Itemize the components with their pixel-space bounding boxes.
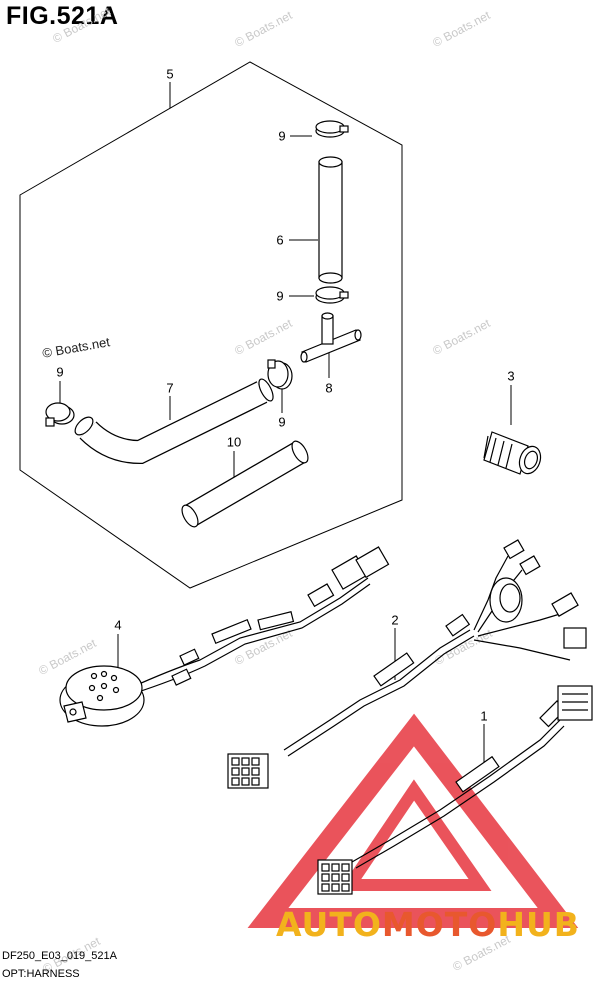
- extension-harness: [227, 539, 587, 789]
- hose-clamp: [45, 402, 75, 427]
- buzzer-body: [59, 665, 145, 727]
- figure-title: FIG.521A: [6, 2, 119, 30]
- callout-9: 9: [276, 288, 284, 304]
- callout-5: 5: [166, 66, 174, 82]
- grommet-plug: [483, 431, 542, 475]
- hose-clamp: [315, 286, 349, 304]
- bent-hose: [74, 378, 274, 465]
- kit-box-outline: [19, 61, 403, 589]
- footer-group-name: OPT:HARNESS: [2, 968, 80, 980]
- brand-part: AUTO: [276, 905, 382, 944]
- callout-2: 2: [391, 612, 399, 628]
- brand-part: MOTO: [381, 905, 498, 944]
- main-harness: [317, 685, 593, 895]
- footer-model-code: DF250_E03_019_521A: [2, 950, 117, 962]
- straight-hose: [318, 156, 343, 284]
- logo-triangle: [247, 713, 579, 928]
- callout-7: 7: [166, 380, 174, 396]
- callout-6: 6: [276, 232, 284, 248]
- callout-3: 3: [507, 368, 515, 384]
- callout-4: 4: [114, 617, 122, 633]
- callout-8: 8: [325, 380, 333, 396]
- callout-9: 9: [56, 364, 64, 380]
- callout-9: 9: [278, 414, 286, 430]
- callout-1: 1: [480, 708, 488, 724]
- t-joint: [300, 312, 362, 363]
- callout-9: 9: [278, 128, 286, 144]
- hose-clamp: [315, 120, 349, 138]
- callout-10: 10: [226, 434, 242, 450]
- drain-hose: [181, 440, 309, 528]
- leader-lines: [59, 82, 512, 775]
- hose-clamp: [267, 359, 293, 390]
- buzzer-harness: [129, 546, 390, 695]
- brand-part: HUB: [497, 905, 580, 944]
- brand-logo: AUTOMOTOHUB: [276, 905, 580, 944]
